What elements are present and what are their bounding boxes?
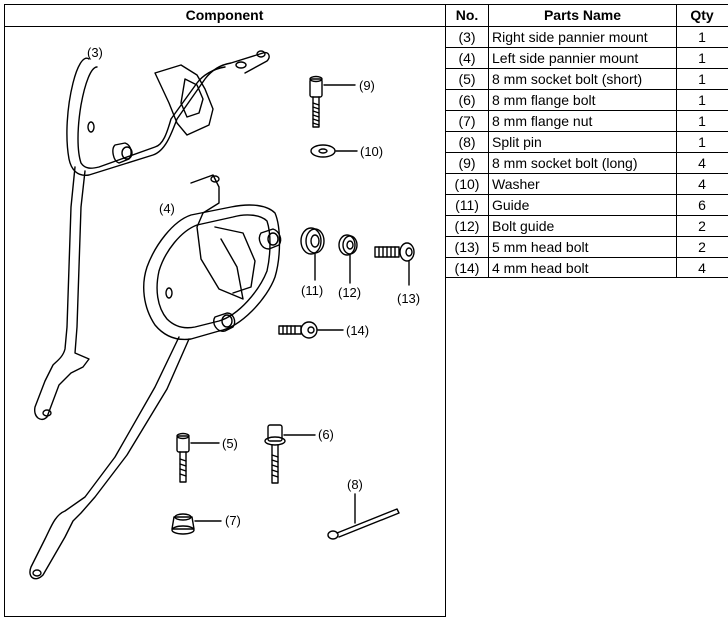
part-number: (13): [454, 238, 480, 255]
label-10: (10): [360, 144, 383, 159]
parts-name-header: Parts Name: [543, 7, 622, 23]
part-number: (10): [454, 175, 480, 192]
split-pin-illustration: [327, 493, 400, 540]
row-divider: [446, 215, 728, 216]
part-qty: 1: [698, 112, 706, 129]
part-number: (11): [455, 196, 479, 213]
row-divider: [446, 131, 728, 132]
label-12: (12): [338, 285, 361, 300]
part-name: 4 mm head bolt: [492, 259, 589, 276]
part-qty: 1: [698, 49, 706, 66]
socket-bolt-short-illustration: [176, 432, 220, 483]
row-divider: [446, 68, 728, 69]
part-number: (7): [458, 112, 476, 129]
parts-bottom-border: [446, 277, 728, 278]
right-pannier-mount-illustration: [33, 50, 270, 421]
label-6: (6): [318, 427, 334, 442]
part-number: (3): [458, 28, 476, 45]
row-divider: [446, 236, 728, 237]
part-name: 8 mm flange nut: [492, 112, 593, 129]
part-number: (12): [454, 217, 480, 234]
no-divider: [488, 4, 489, 278]
part-name: Bolt guide: [492, 217, 555, 234]
part-number: (4): [458, 49, 476, 66]
part-qty: 1: [698, 70, 706, 87]
part-qty: 1: [698, 91, 706, 108]
label-3: (3): [87, 45, 103, 60]
guide-illustration: [300, 227, 325, 281]
component-divider: [445, 4, 446, 617]
head-bolt-5mm-illustration: [374, 242, 415, 286]
name-divider: [676, 4, 677, 278]
left-pannier-mount-illustration: [29, 174, 282, 580]
washer-illustration: [310, 144, 358, 158]
head-bolt-4mm-illustration: [278, 321, 344, 339]
bolt-guide-illustration: [338, 234, 358, 284]
part-qty: 4: [698, 175, 706, 192]
no-header: No.: [455, 7, 479, 23]
part-name: 5 mm head bolt: [492, 238, 589, 255]
part-number: (14): [454, 259, 480, 276]
part-name: Guide: [492, 196, 530, 213]
part-number: (5): [458, 70, 476, 87]
part-qty: 4: [698, 259, 706, 276]
part-number: (9): [458, 154, 476, 171]
label-11: (11): [301, 283, 323, 298]
part-qty: 1: [698, 133, 706, 150]
row-divider: [446, 194, 728, 195]
table-top-border: [4, 4, 728, 5]
socket-bolt-long-illustration: [309, 75, 356, 128]
qty-header: Qty: [690, 7, 714, 23]
flange-bolt-illustration: [264, 424, 316, 484]
part-name: 8 mm flange bolt: [492, 91, 596, 108]
part-name: 8 mm socket bolt (long): [492, 154, 638, 171]
label-8: (8): [347, 477, 363, 492]
flange-nut-illustration: [171, 513, 222, 535]
part-name: 8 mm socket bolt (short): [492, 70, 643, 87]
part-qty: 2: [698, 238, 706, 255]
part-name: Right side pannier mount: [492, 28, 648, 45]
row-divider: [446, 152, 728, 153]
header-bottom-border: [4, 26, 728, 27]
part-qty: 1: [698, 28, 706, 45]
component-diagram: (3) (4) (5) (6) (7) (8) (9) (10) (11) (1…: [29, 45, 420, 580]
part-number: (6): [458, 91, 476, 108]
part-name: Left side pannier mount: [492, 49, 639, 66]
row-divider: [446, 47, 728, 48]
row-divider: [446, 110, 728, 111]
label-13: (13): [397, 291, 420, 306]
row-divider: [446, 89, 728, 90]
label-4: (4): [159, 201, 175, 216]
label-7: (7): [225, 513, 241, 528]
component-header: Component: [185, 7, 264, 23]
label-14: (14): [346, 323, 369, 338]
part-qty: 2: [698, 217, 706, 234]
row-divider: [446, 257, 728, 258]
part-qty: 6: [698, 196, 706, 213]
part-number: (8): [458, 133, 476, 150]
row-divider: [446, 173, 728, 174]
component-bottom-border: [4, 616, 446, 617]
left-border: [4, 4, 5, 617]
part-name: Washer: [492, 175, 540, 192]
label-9: (9): [359, 78, 375, 93]
label-5: (5): [222, 436, 238, 451]
part-name: Split pin: [492, 133, 542, 150]
part-qty: 4: [698, 154, 706, 171]
